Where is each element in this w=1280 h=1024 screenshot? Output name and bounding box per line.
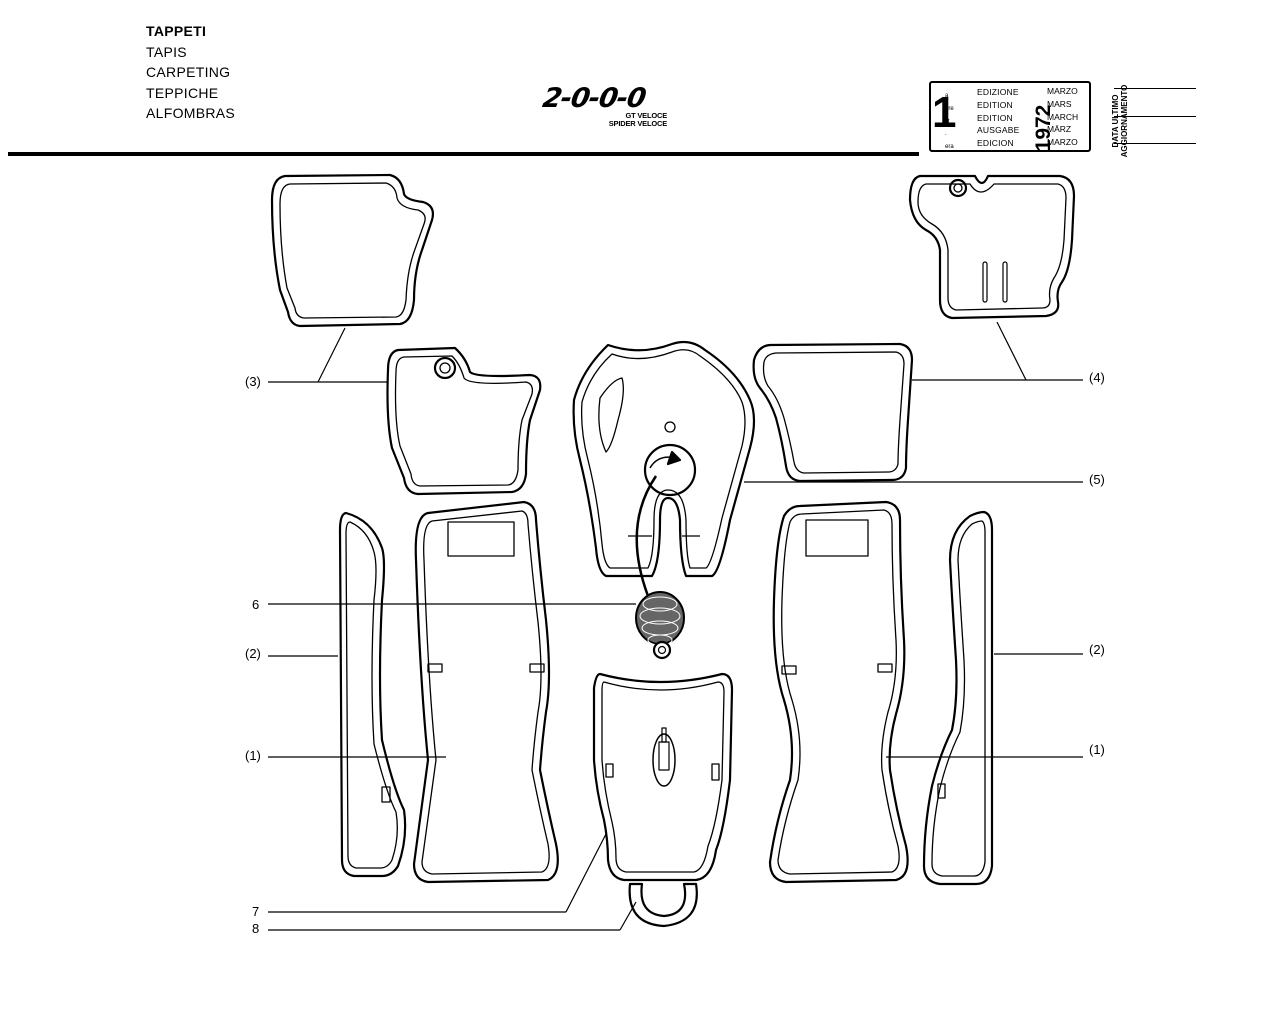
mat-rear-tunnel (592, 672, 734, 882)
heel-pad (628, 882, 698, 928)
leader-8-diagonal (619, 901, 637, 931)
edition-ordinals: a ere st . era (945, 90, 954, 154)
month-it: MARZO (1047, 86, 1078, 96)
update-line-3 (1114, 143, 1196, 144)
edition-box: 1 a ere st . era EDIZIONE EDITION EDITIO… (929, 81, 1091, 152)
edition-label-it: EDIZIONE (977, 87, 1019, 97)
mat-rear-right-upper (908, 174, 1076, 320)
title-french: TAPIS (146, 43, 187, 60)
edition-label-de: AUSGABE (977, 125, 1020, 136)
mat-rear-left-lower (386, 346, 542, 496)
mat-rear-left-upper (270, 173, 435, 328)
month-en: MARCH (1047, 111, 1079, 122)
callout-2-right: (2) (1089, 642, 1105, 657)
ordinal-es: era (945, 144, 954, 151)
title-english: CARPETING (146, 64, 231, 80)
mat-front-left (412, 500, 559, 884)
callout-4: (4) (1089, 370, 1105, 385)
callout-1-left: (1) (245, 748, 261, 763)
callout-1-right: (1) (1089, 742, 1105, 757)
callout-5: (5) (1089, 472, 1105, 487)
callout-6: 6 (252, 597, 259, 612)
mat-front-right (768, 500, 909, 884)
callout-3: (3) (245, 374, 261, 389)
ordinal-de: . (945, 131, 947, 138)
leader-4-diagonal (996, 321, 1027, 381)
update-line-1 (1114, 88, 1196, 89)
edition-label-en: EDITION (977, 112, 1013, 123)
mat-tunnel (572, 340, 756, 597)
edition-label-fr: EDITION (977, 99, 1013, 110)
callout-2-left: (2) (245, 646, 261, 661)
model-variant-gt: GT VELOCE (625, 111, 667, 120)
month-fr: MARS (1047, 98, 1072, 109)
edition-label-es: EDICION (977, 138, 1014, 149)
leader-7-diagonal (565, 833, 607, 913)
title-italian: TAPPETI (146, 23, 207, 39)
callout-8: 8 (252, 921, 259, 936)
edition-number: 1 (932, 88, 957, 137)
callout-7: 7 (252, 904, 259, 919)
strip-left (338, 511, 407, 878)
title-block: TAPPETI TAPIS CARPETING TEPPICHE ALFOMBR… (146, 21, 235, 124)
header-rule (8, 152, 919, 156)
model-variants: GT VELOCE SPIDER VELOCE (603, 112, 667, 128)
mat-rear-right-lower (752, 342, 914, 483)
shift-boot (635, 591, 685, 660)
leader-3-diagonal (317, 327, 346, 383)
month-es: MARZO (1047, 137, 1078, 148)
edition-labels: EDIZIONE EDITION EDITION AUSGABE EDICION (977, 86, 1020, 150)
edition-months: MARZO MARS MARCH MÄRZ MARZO (1047, 85, 1078, 149)
ordinal-it: a (945, 93, 949, 99)
ordinal-en: st (945, 118, 950, 125)
model-logo: 2-0-0-0 GT VELOCE SPIDER VELOCE (540, 83, 673, 128)
title-german: TEPPICHE (146, 84, 219, 101)
model-variant-spider: SPIDER VELOCE (608, 119, 667, 128)
month-de: MÄRZ (1047, 124, 1072, 135)
update-line-2 (1114, 116, 1196, 117)
ordinal-fr: ere (945, 105, 954, 112)
title-spanish: ALFOMBRAS (146, 105, 236, 121)
strip-right (922, 510, 994, 886)
